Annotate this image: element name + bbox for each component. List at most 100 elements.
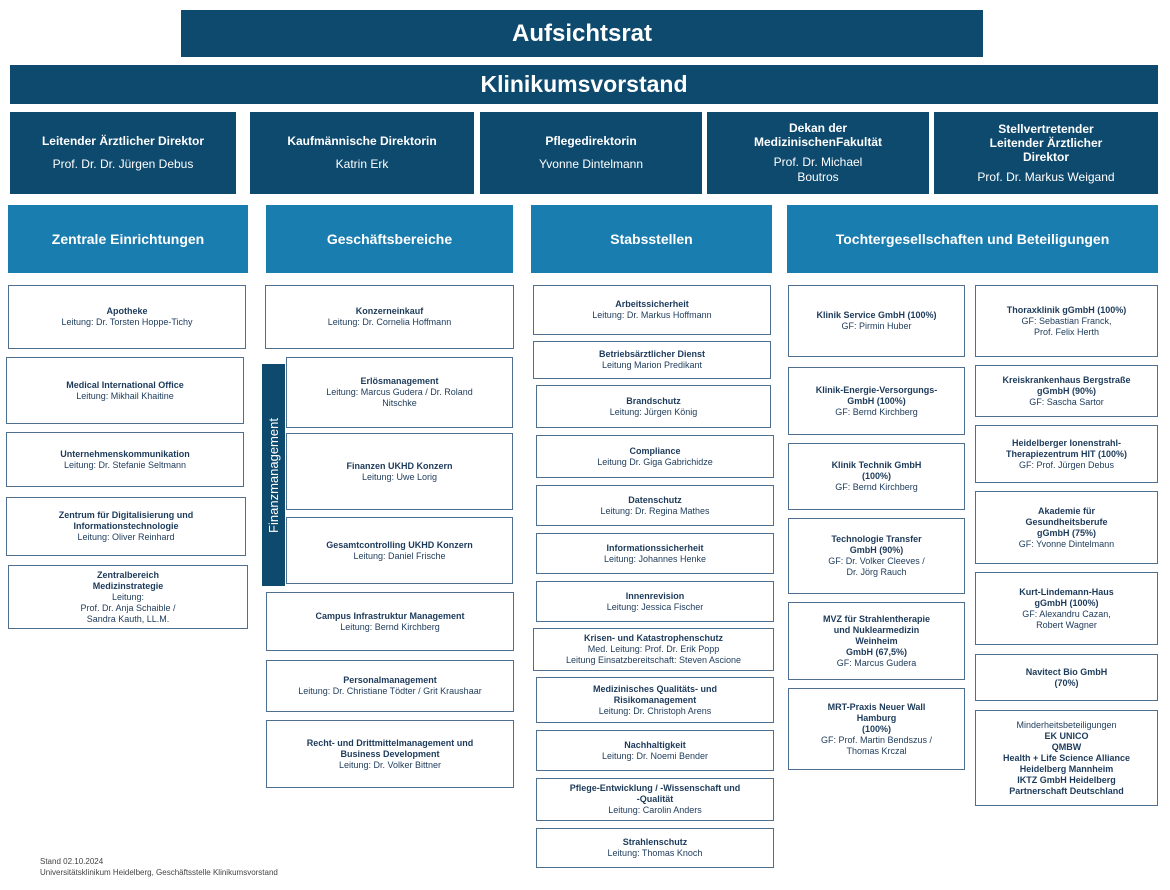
unit-title: Klinik Technik GmbH (100%): [831, 460, 922, 481]
unit-lead: Leitung: Dr. Regina Mathes: [600, 505, 710, 516]
unit-lead: GF: Yvonne Dintelmann: [1018, 538, 1115, 549]
unit-lead: Leitung: Marcus Gudera / Dr. Roland Nits…: [326, 387, 473, 408]
unit-title: Erlösmanagement: [360, 376, 439, 386]
column-header-label: Tochtergesellschaften und Beteiligungen: [835, 231, 1110, 247]
unit-title: Finanzen UKHD Konzern: [346, 460, 453, 471]
unit-lead: Leitung: Dr. Christoph Arens: [598, 705, 712, 716]
column-header-label: Stabsstellen: [610, 231, 693, 247]
unit-title: Krisen- und Katastrophenschutz: [583, 633, 723, 643]
unit-lead: Leitung: Oliver Reinhard: [77, 532, 175, 542]
unit-lead: Leitung: Bernd Kirchberg: [340, 621, 440, 632]
unit-title: Datenschutz: [628, 494, 682, 505]
director-title: Stellvertretender Leitender Ärztlicher D…: [989, 121, 1103, 164]
unit-lead: Leitung: Dr. Volker Bittner: [338, 759, 442, 770]
unit-lead: Leitung: Johannes Henke: [603, 553, 707, 564]
unit-lead: GF: Bernd Kirchberg: [835, 482, 918, 492]
org-unit-compliance: Compliance Leitung Dr. Giga Gabrichidze: [536, 435, 774, 478]
unit-title: Zentrum für Digitalisierung und Informat…: [58, 510, 194, 531]
unit-lead: GF: Pirmin Huber: [841, 321, 912, 331]
org-unit-finanzen-ukhd: Finanzen UKHD Konzern Leitung: Uwe Lorig: [286, 433, 513, 510]
org-unit-recht-drittmittel: Recht- und Drittmittelmanagement und Bus…: [266, 720, 514, 788]
unit-lead: GF: Sascha Sartor: [1029, 396, 1104, 407]
org-unit-nachhaltigkeit: Nachhaltigkeit Leitung: Dr. Noemi Bender: [536, 730, 774, 771]
org-unit-brandschutz: Brandschutz Leitung: Jürgen König: [536, 385, 771, 428]
finanzmanagement-bracket: Finanzmanagement: [262, 364, 285, 586]
unit-lead: Leitung: Jürgen König: [609, 406, 698, 417]
org-unit-krisen-katastrophenschutz: Krisen- und Katastrophenschutz Med. Leit…: [533, 628, 774, 671]
unit-title: Konzerneinkauf: [355, 306, 424, 316]
unit-lead: GF: Prof. Jürgen Debus: [1018, 459, 1115, 470]
unit-title: Zentralbereich Medizinstrategie: [92, 569, 164, 591]
subsidiary-thoraxklinik: Thoraxklinik gGmbH (100%) GF: Sebastian …: [975, 285, 1158, 357]
footer-date: Stand 02.10.2024: [40, 857, 104, 866]
subsidiary-hit: Heidelberger Ionenstrahl- Therapiezentru…: [975, 425, 1158, 483]
unit-title: Campus Infrastruktur Management: [315, 610, 465, 621]
minority-holdings-box: Minderheitsbeteiligungen EK UNICO QMBW H…: [975, 710, 1158, 806]
unit-title: Arbeitssicherheit: [615, 299, 689, 309]
unit-title: Medical International Office: [66, 379, 184, 390]
unit-lead: Leitung: Dr. Stefanie Seltmann: [63, 459, 187, 470]
org-unit-erloesmanagement: Erlösmanagement Leitung: Marcus Gudera /…: [286, 357, 513, 428]
unit-title: Thoraxklinik gGmbH (100%): [1006, 304, 1127, 315]
director-name: Yvonne Dintelmann: [538, 157, 644, 171]
subsidiary-klinik-energie: Klinik-Energie-Versorgungs- GmbH (100%) …: [788, 367, 965, 435]
unit-title: Recht- und Drittmittelmanagement und Bus…: [306, 737, 474, 759]
director-box-leitender-aerztlicher-direktor: Leitender Ärztlicher Direktor Prof. Dr. …: [10, 112, 236, 194]
subsidiary-akademie-gesundheitsberufe: Akademie für Gesundheitsberufe gGmbH (75…: [975, 491, 1158, 564]
unit-lead: Leitung: Prof. Dr. Anja Schaible / Sandr…: [80, 591, 176, 624]
director-name: Prof. Dr. Markus Weigand: [977, 169, 1115, 184]
org-unit-informationssicherheit: Informationssicherheit Leitung: Johannes…: [536, 533, 774, 574]
klinikumsvorstand-box: Klinikumsvorstand: [10, 65, 1158, 104]
subsidiary-klinik-service: Klinik Service GmbH (100%) GF: Pirmin Hu…: [788, 285, 965, 357]
unit-title: Medizinisches Qualitäts- und Risikomanag…: [592, 683, 718, 705]
unit-title: Apotheke: [106, 306, 148, 316]
unit-title: Kurt-Lindemann-Haus gGmbH (100%): [1019, 586, 1114, 608]
org-unit-digitalisierung: Zentrum für Digitalisierung und Informat…: [6, 497, 246, 556]
unit-lead: Leitung: Dr. Christiane Tödter / Grit Kr…: [298, 686, 482, 696]
aufsichtsrat-title: Aufsichtsrat: [511, 19, 653, 47]
unit-lead: Med. Leitung: Prof. Dr. Erik Popp Leitun…: [565, 644, 742, 665]
unit-lead: Leitung: Mikhail Khaitine: [76, 390, 174, 401]
subsidiary-kurt-lindemann-haus: Kurt-Lindemann-Haus gGmbH (100%) GF: Ale…: [975, 572, 1158, 645]
unit-title: Informationssicherheit: [606, 542, 704, 553]
org-unit-innenrevision: Innenrevision Leitung: Jessica Fischer: [536, 581, 774, 622]
unit-lead: Leitung: Dr. Markus Hoffmann: [592, 310, 712, 320]
subsidiary-mrt-praxis-hamburg: MRT-Praxis Neuer Wall Hamburg (100%) GF:…: [788, 688, 965, 770]
director-box-pflegedirektorin: Pflegedirektorin Yvonne Dintelmann: [480, 112, 702, 194]
unit-title: Strahlenschutz: [622, 837, 688, 847]
unit-lead: GF: Dr. Volker Cleeves / Dr. Jörg Rauch: [828, 556, 925, 577]
unit-lead: GF: Sebastian Franck, Prof. Felix Herth: [1021, 315, 1112, 337]
aufsichtsrat-box: Aufsichtsrat: [181, 10, 983, 57]
minority-holdings-label: Minderheitsbeteiligungen: [1016, 719, 1117, 730]
director-box-stellvertretender-direktor: Stellvertretender Leitender Ärztlicher D…: [934, 112, 1158, 194]
footer-org: Universitätsklinikum Heidelberg, Geschäf…: [40, 868, 278, 877]
director-title: Kaufmännische Direktorin: [287, 134, 437, 148]
director-title: Leitender Ärztlicher Direktor: [41, 134, 205, 148]
director-name: Prof. Dr. Dr. Jürgen Debus: [52, 157, 194, 171]
unit-lead: Leitung: Dr. Noemi Bender: [601, 750, 709, 761]
unit-lead: GF: Marcus Gudera: [836, 657, 917, 668]
minority-holdings-list: EK UNICO QMBW Health + Life Science Alli…: [1003, 730, 1130, 796]
unit-lead: Leitung: Daniel Frische: [353, 550, 446, 561]
director-title: Dekan der MedizinischenFakultät: [753, 121, 883, 149]
unit-lead: GF: Prof. Martin Bendszus / Thomas Krcza…: [820, 734, 933, 756]
unit-lead: Leitung Marion Predikant: [601, 360, 703, 370]
unit-lead: Leitung: Jessica Fischer: [606, 601, 704, 612]
unit-lead: GF: Alexandru Cazan, Robert Wagner: [1022, 608, 1111, 630]
director-box-kaufmaennische-direktorin: Kaufmännische Direktorin Katrin Erk: [250, 112, 474, 194]
column-header-stabsstellen: Stabsstellen: [531, 205, 772, 273]
finanzmanagement-label: Finanzmanagement: [266, 417, 281, 533]
column-header-zentrale-einrichtungen: Zentrale Einrichtungen: [8, 205, 248, 273]
subsidiary-navitect-bio: Navitect Bio GmbH (70%): [975, 654, 1158, 701]
org-unit-unternehmenskommunikation: Unternehmenskommunikation Leitung: Dr. S…: [6, 432, 244, 487]
unit-title: Pflege-Entwicklung / -Wissenschaft und -…: [569, 783, 741, 804]
director-name: Prof. Dr. Michael Boutros: [773, 155, 863, 184]
org-unit-personalmanagement: Personalmanagement Leitung: Dr. Christia…: [266, 660, 514, 712]
unit-title: MRT-Praxis Neuer Wall Hamburg (100%): [827, 701, 926, 734]
unit-title: MVZ für Strahlentherapie und Nuklearmedi…: [822, 613, 930, 657]
org-unit-arbeitssicherheit: Arbeitssicherheit Leitung: Dr. Markus Ho…: [533, 285, 771, 335]
unit-title: Akademie für Gesundheitsberufe gGmbH (75…: [1025, 505, 1108, 538]
unit-title: Navitect Bio GmbH (70%): [1025, 666, 1108, 688]
org-unit-medizinstrategie: Zentralbereich Medizinstrategie Leitung:…: [8, 565, 248, 629]
org-unit-pflege-entwicklung: Pflege-Entwicklung / -Wissenschaft und -…: [536, 778, 774, 821]
